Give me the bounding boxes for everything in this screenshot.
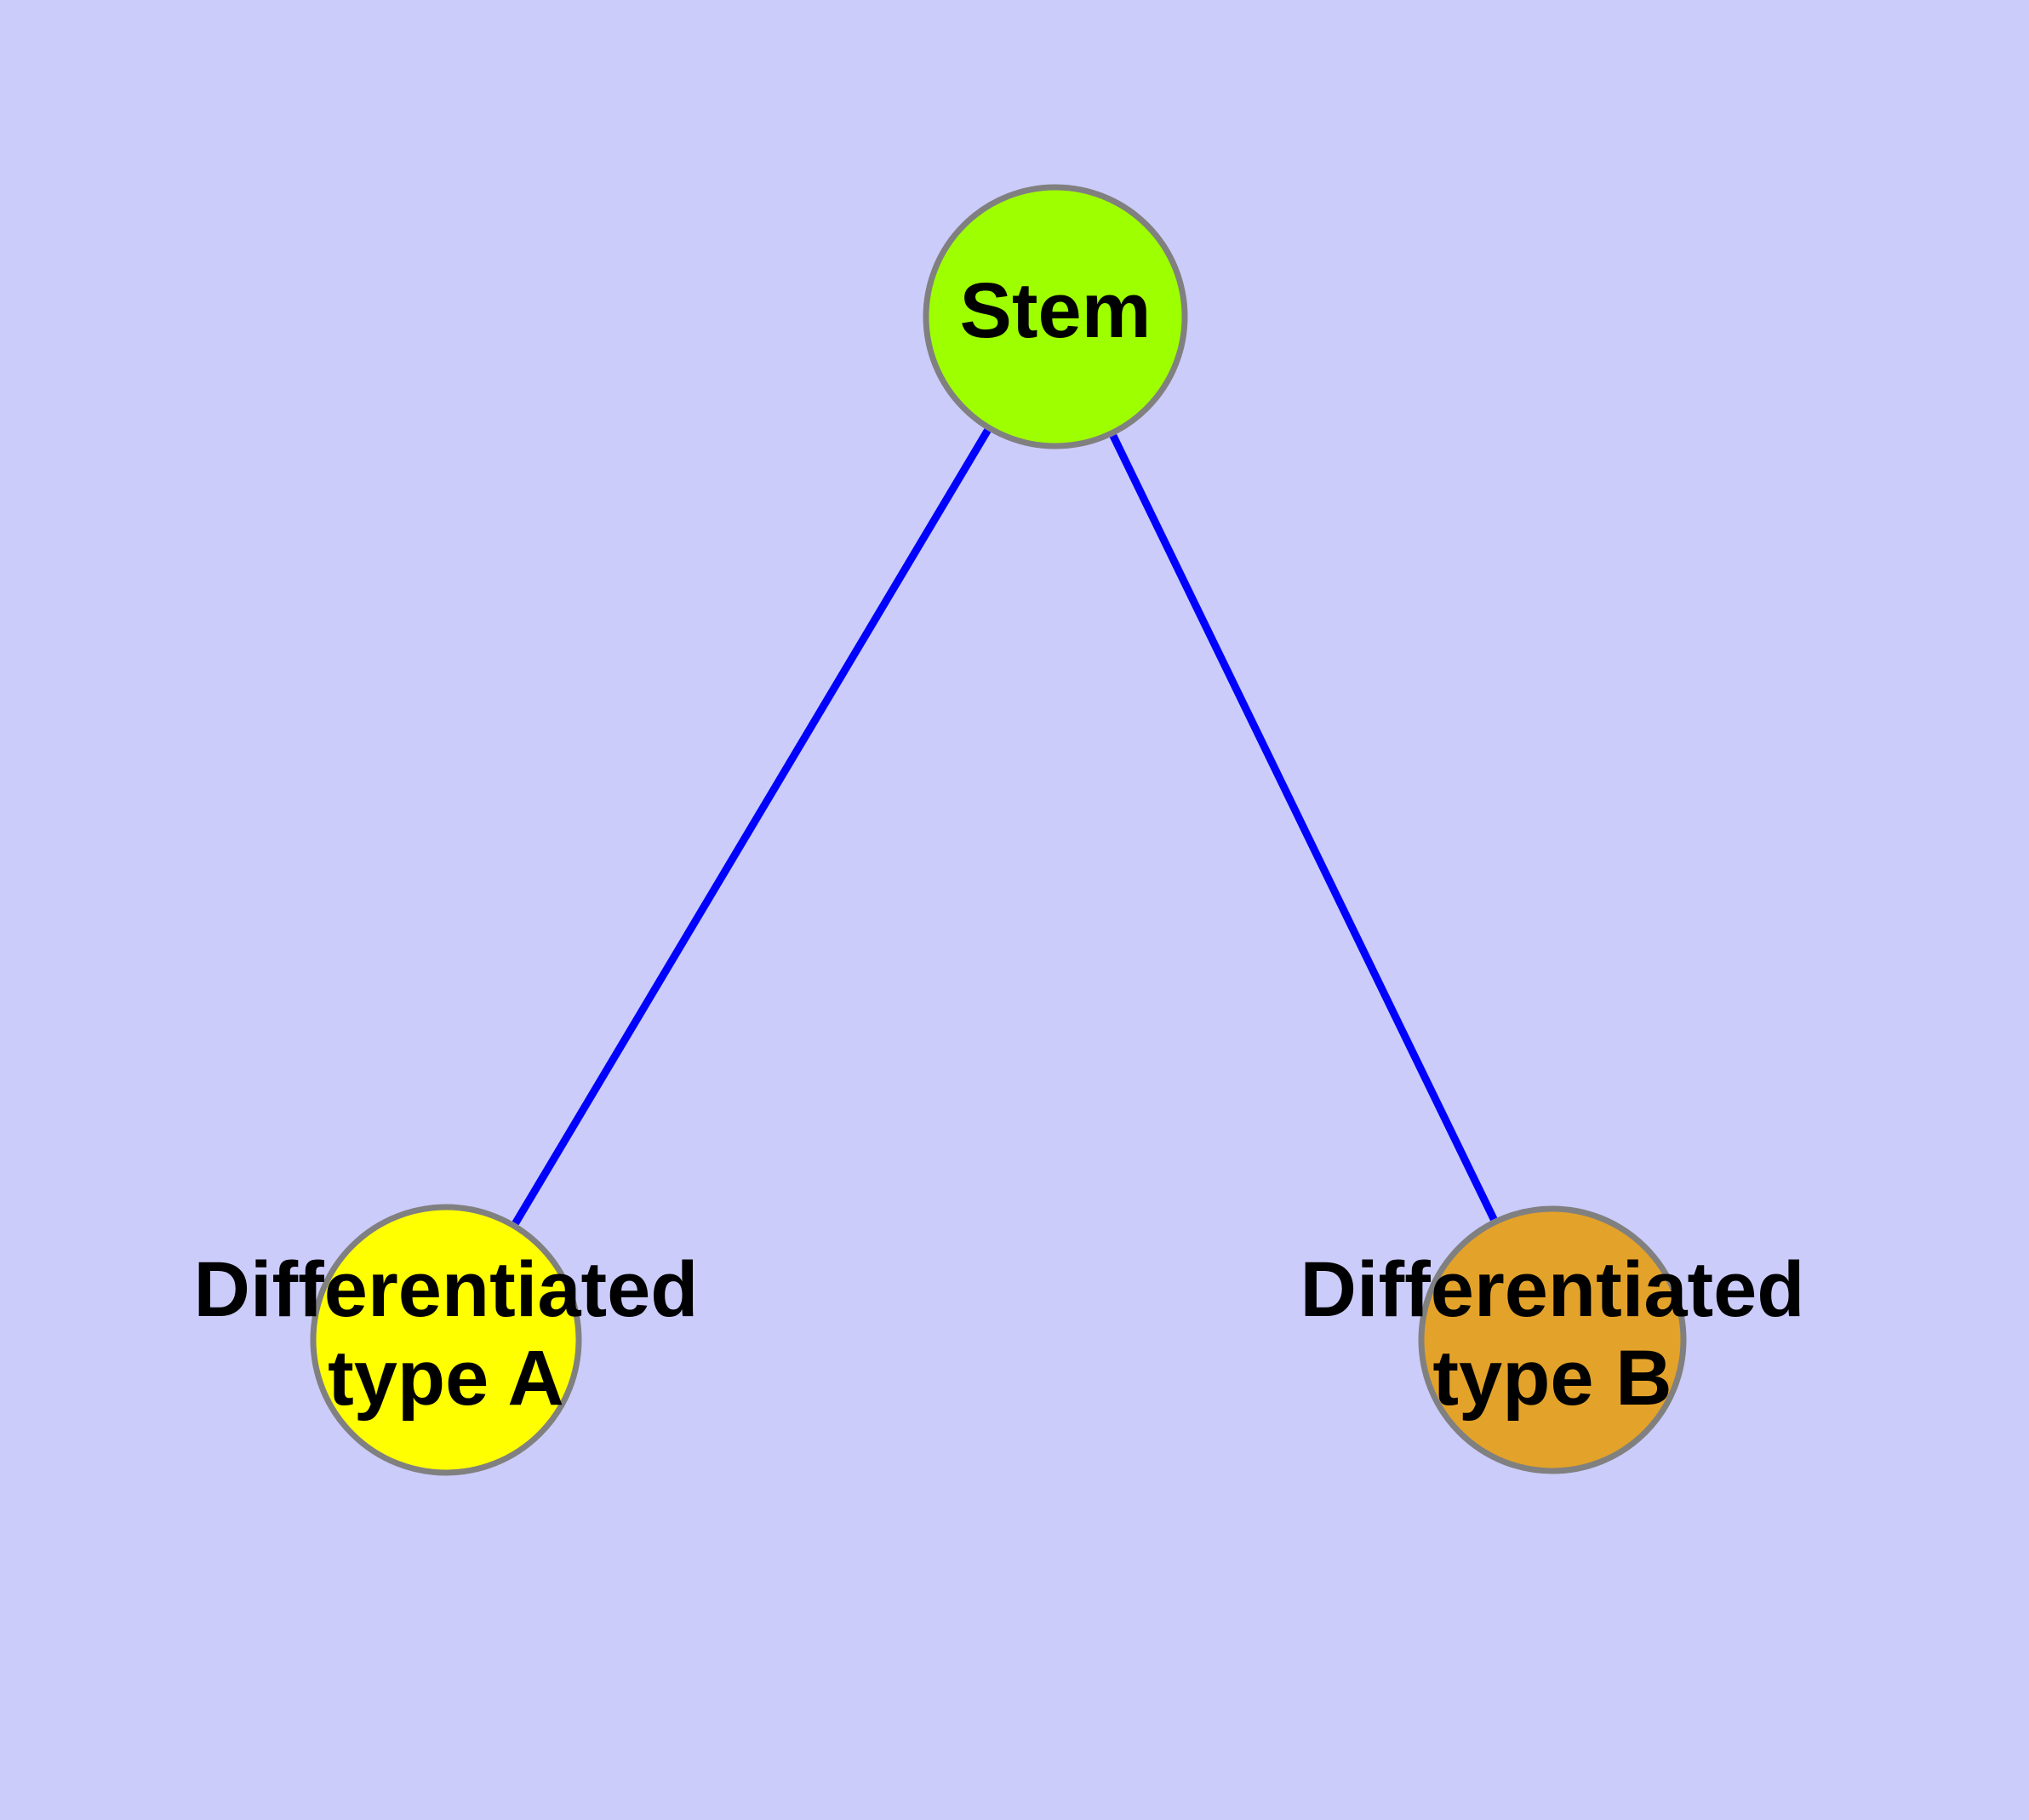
- edge-layer: [512, 428, 1498, 1226]
- graph-edge: [1109, 433, 1498, 1222]
- node-label-line: Differentiated: [194, 1246, 699, 1333]
- node-label-line: Differentiated: [1300, 1246, 1805, 1333]
- graph-node-stem[interactable]: Stem: [923, 184, 1188, 449]
- graph-edge: [512, 428, 992, 1226]
- node-circle-stem[interactable]: [923, 184, 1188, 449]
- node-circle-diff-type-a[interactable]: [310, 1204, 582, 1476]
- node-label-stem: Stem: [960, 267, 1152, 354]
- node-label-line: Stem: [960, 267, 1152, 354]
- node-label-line: type A: [328, 1335, 564, 1422]
- node-circle-diff-type-b[interactable]: [1418, 1205, 1687, 1474]
- node-label-line: type B: [1432, 1335, 1672, 1422]
